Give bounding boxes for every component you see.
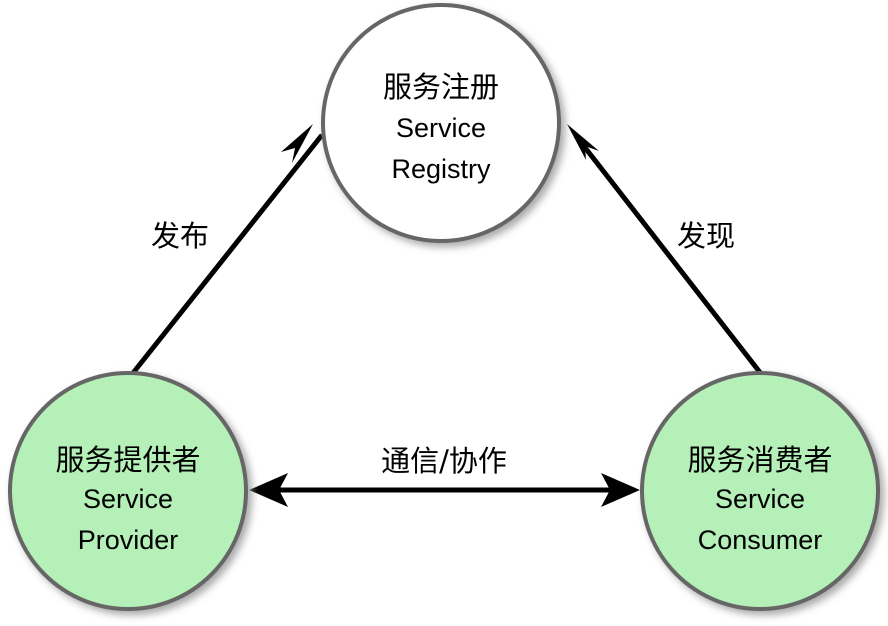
edge-label-discover: 发现 [677, 219, 735, 253]
edge-communicate[interactable]: 通信/协作 [249, 444, 640, 507]
communicate-arrowhead-left-icon [249, 473, 288, 507]
service-provider-circle [8, 371, 248, 611]
service-registry-label-en-1: Service [396, 113, 486, 143]
service-registry-label-cjk: 服务注册 [383, 70, 499, 104]
service-consumer-label-en-2: Consumer [698, 525, 823, 555]
service-consumer-label-en-1: Service [715, 484, 805, 514]
publish-edge-line [131, 133, 324, 375]
service-consumer-circle [640, 371, 880, 611]
service-provider-label-en-1: Service [83, 484, 173, 514]
communicate-arrowhead-right-icon [601, 473, 640, 507]
edge-label-communicate: 通信/协作 [381, 444, 507, 478]
edge-publish[interactable]: 发布 [131, 124, 324, 375]
service-consumer-label-cjk: 服务消费者 [687, 443, 832, 477]
discover-edge-line [574, 134, 764, 377]
service-registry-circle [321, 3, 561, 243]
service-provider-label-en-2: Provider [78, 525, 179, 555]
publish-arrowhead-icon [281, 124, 313, 163]
edge-label-publish: 发布 [151, 219, 209, 253]
node-service-registry[interactable]: 服务注册 Service Registry [321, 3, 561, 243]
node-service-provider[interactable]: 服务提供者 Service Provider [8, 371, 248, 611]
discover-arrowhead-icon [567, 124, 599, 160]
node-service-consumer[interactable]: 服务消费者 Service Consumer [640, 371, 880, 611]
service-registry-label-en-2: Registry [391, 154, 491, 184]
service-provider-label-cjk: 服务提供者 [55, 443, 200, 477]
edge-discover[interactable]: 发现 [567, 124, 764, 377]
